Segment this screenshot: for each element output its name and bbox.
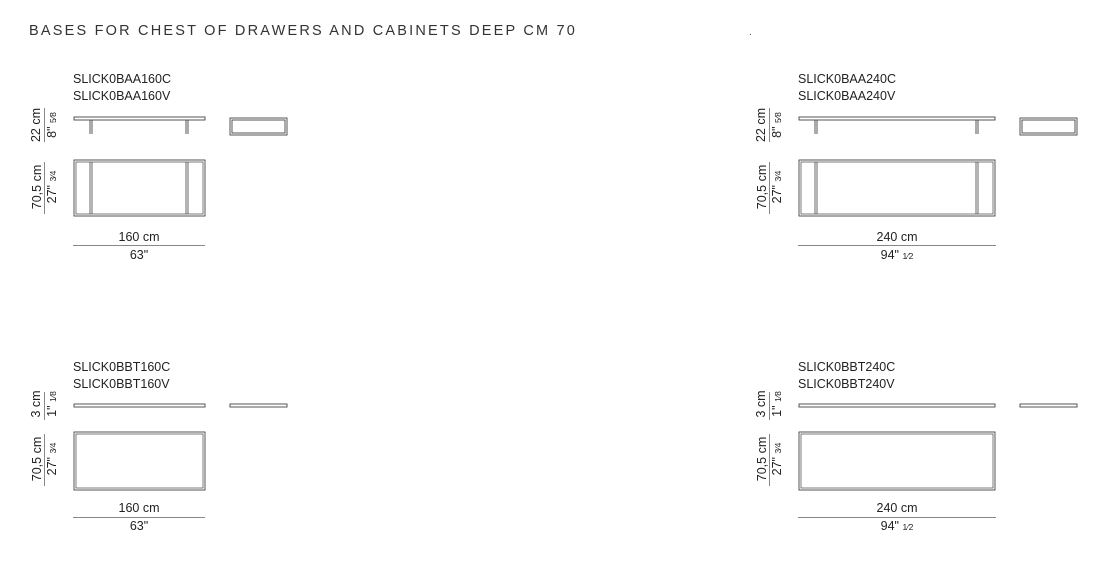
depth-inch-label: 27" 3⁄4 — [45, 442, 59, 476]
product-code-block: SLICK0BBT240C SLICK0BBT240V — [798, 359, 895, 393]
product-code-block: SLICK0BAA240C SLICK0BAA240V — [798, 71, 896, 105]
dimension-separator — [798, 245, 996, 246]
height-inch-label: 8" 5⁄8 — [770, 112, 784, 138]
dimension-separator — [769, 392, 770, 420]
height-cm-label: 22 cm — [754, 107, 768, 143]
plan-view-drawing — [73, 159, 206, 217]
page-mark: . — [749, 27, 752, 38]
side-elevation-drawing — [1019, 403, 1078, 408]
product-code-v: SLICK0BBT240V — [798, 377, 895, 391]
product-code-v: SLICK0BAA160V — [73, 89, 171, 103]
height-cm-label: 22 cm — [29, 107, 43, 143]
dimension-separator — [769, 108, 770, 142]
dimension-separator — [44, 108, 45, 142]
product-code-c: SLICK0BAA160C — [73, 72, 171, 86]
dimension-separator — [798, 517, 996, 518]
width-inch-label: 94" 1⁄2 — [880, 519, 914, 533]
width-cm-label: 240 cm — [876, 501, 918, 515]
height-cm-label: 3 cm — [29, 390, 43, 418]
dimension-separator — [769, 434, 770, 486]
dimension-separator — [44, 392, 45, 420]
width-cm-label: 160 cm — [118, 501, 160, 515]
plan-view-drawing — [73, 431, 206, 491]
height-cm-label: 3 cm — [754, 390, 768, 418]
page-title: BASES FOR CHEST OF DRAWERS AND CABINETS … — [29, 23, 578, 39]
product-code-c: SLICK0BBT240C — [798, 360, 896, 374]
width-inch-label: 63" — [129, 248, 149, 262]
product-code-v: SLICK0BBT160V — [73, 377, 170, 391]
dimension-separator — [44, 162, 45, 214]
product-code-c: SLICK0BBT160C — [73, 360, 171, 374]
plan-view-drawing — [798, 431, 996, 491]
plan-view-drawing — [798, 159, 996, 217]
product-code-block: SLICK0BAA160C SLICK0BAA160V — [73, 71, 171, 105]
height-inch-label: 8" 5⁄8 — [45, 112, 59, 138]
side-elevation-drawing — [229, 117, 288, 136]
depth-cm-label: 70,5 cm — [755, 436, 769, 482]
front-elevation-drawing — [798, 116, 996, 134]
dimension-separator — [73, 517, 205, 518]
depth-cm-label: 70,5 cm — [30, 436, 44, 482]
depth-inch-label: 27" 3⁄4 — [770, 442, 784, 476]
width-inch-label: 94" 1⁄2 — [880, 248, 914, 262]
height-inch-label: 1" 1⁄8 — [770, 391, 784, 417]
width-inch-label: 63" — [129, 519, 149, 533]
front-elevation-drawing — [798, 403, 996, 408]
side-elevation-drawing — [1019, 117, 1078, 136]
product-code-c: SLICK0BAA240C — [798, 72, 896, 86]
front-elevation-drawing — [73, 403, 206, 408]
depth-inch-label: 27" 3⁄4 — [45, 170, 59, 204]
depth-cm-label: 70,5 cm — [30, 164, 44, 210]
depth-inch-label: 27" 3⁄4 — [770, 170, 784, 204]
dimension-separator — [769, 162, 770, 214]
width-cm-label: 160 cm — [118, 230, 160, 244]
depth-cm-label: 70,5 cm — [755, 164, 769, 210]
front-elevation-drawing — [73, 116, 206, 134]
side-elevation-drawing — [229, 403, 288, 408]
product-code-block: SLICK0BBT160C SLICK0BBT160V — [73, 359, 170, 393]
width-cm-label: 240 cm — [876, 230, 918, 244]
product-code-v: SLICK0BAA240V — [798, 89, 896, 103]
dimension-separator — [73, 245, 205, 246]
dimension-separator — [44, 434, 45, 486]
height-inch-label: 1" 1⁄8 — [45, 391, 59, 417]
